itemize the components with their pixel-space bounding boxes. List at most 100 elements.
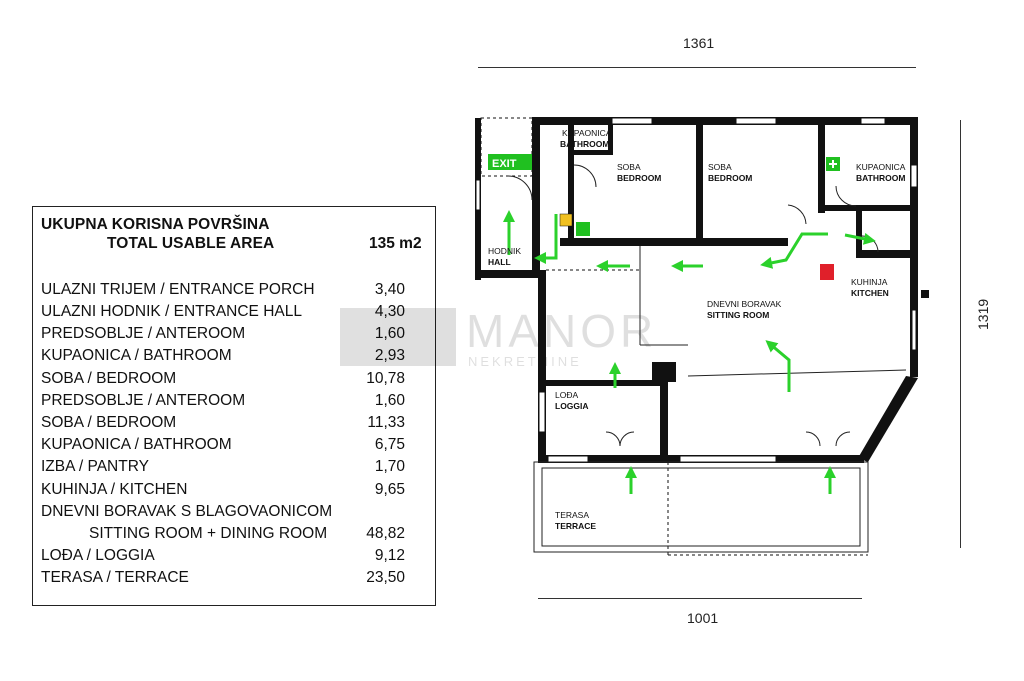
room-label-bathroom1: KUPAONICA <box>562 128 612 138</box>
exit-sign <box>488 154 532 170</box>
evacuation-arrows <box>503 210 876 494</box>
exit-sign-text: EXIT <box>492 158 517 170</box>
room-label: SOBA / BEDROOM <box>41 414 177 431</box>
wall-bedroom-bottom <box>560 238 788 246</box>
wall-top <box>532 117 918 125</box>
porch-outline <box>480 117 533 177</box>
wall-diagonal <box>858 376 918 462</box>
room-value: 6,75 <box>374 436 405 453</box>
room-value: 2,93 <box>333 347 405 365</box>
window <box>911 309 917 351</box>
wall-right <box>910 117 918 377</box>
room-label-bedroom2: SOBA <box>708 162 732 172</box>
room-label-bedroom1: SOBA <box>617 162 641 172</box>
room-label: DNEVNI BORAVAK S BLAGOVAONICOM <box>41 503 333 520</box>
room-label: SITTING ROOM + DINING ROOM <box>89 525 328 542</box>
room-label: LOĐA / LOGGIA <box>41 547 155 564</box>
wall-bedroom1-left <box>568 125 574 245</box>
room-value: 4,30 <box>333 303 405 321</box>
room-label-bathroom1-en: BATHROOM <box>560 139 609 149</box>
wall-bath1-bottom <box>568 150 608 155</box>
wall-loggia-right <box>660 380 668 462</box>
room-value: 1,60 <box>333 325 405 343</box>
wall-hall-bottom <box>475 270 540 278</box>
fireplace <box>652 362 676 382</box>
wall-bath1-right <box>608 125 613 155</box>
room-value: 9,65 <box>374 481 405 498</box>
wall-loggia-top <box>538 380 664 386</box>
window <box>679 455 777 463</box>
window <box>735 117 777 125</box>
room-label-hall-en: HALL <box>488 257 511 267</box>
watermark: MANOR NEKRETNINE <box>340 304 670 374</box>
terrace-outline <box>533 461 869 553</box>
dimension-line-bottom <box>538 598 862 599</box>
room-label-kitchen-en: KITCHEN <box>851 288 889 298</box>
arrow-icon <box>760 232 828 269</box>
room-label-terrace-en: TERRACE <box>555 521 596 531</box>
room-label: PREDSOBLJE / ANTEROOM <box>41 392 246 409</box>
wall-bedroom-divider <box>696 125 703 245</box>
room-label: KUPAONICA / BATHROOM <box>41 347 232 364</box>
electric-hazard-icon <box>559 213 573 227</box>
room-value: 1,60 <box>374 392 405 409</box>
room-value: 3,40 <box>374 281 405 298</box>
room-label-bathroom2: KUPAONICA <box>856 162 906 172</box>
room-label: ULAZNI TRIJEM / ENTRANCE PORCH <box>41 281 315 298</box>
room-label: ULAZNI HODNIK / ENTRANCE HALL <box>41 303 302 320</box>
door-swing <box>787 204 807 225</box>
partition-line <box>687 369 907 377</box>
dimension-top: 1361 <box>683 35 715 51</box>
arrow-icon <box>844 232 876 245</box>
room-label: KUHINJA / KITCHEN <box>41 481 188 498</box>
wall-bath2-left <box>818 125 825 213</box>
watermark-sub: NEKRETNINE <box>468 354 582 369</box>
terrace-inner <box>541 467 861 547</box>
room-label-sitting-en: SITTING ROOM <box>707 310 769 320</box>
door-swing <box>605 431 635 447</box>
room-label-bedroom2-en: BEDROOM <box>708 173 752 183</box>
room-label-sitting: DNEVNI BORAVAK <box>707 299 782 309</box>
safety-sign-icon <box>576 222 590 236</box>
room-label-terrace: TERASA <box>555 510 589 520</box>
wall-left-lower <box>538 270 546 462</box>
window <box>538 391 546 433</box>
room-label-loggia: LOĐA <box>555 390 578 400</box>
window <box>910 164 918 188</box>
room-value: 48,82 <box>366 525 405 542</box>
wall-kitchen-top <box>856 250 916 258</box>
arrow-icon <box>534 214 558 264</box>
door-swing <box>507 175 533 201</box>
room-value: 11,33 <box>367 414 405 431</box>
room-value: 23,50 <box>366 569 405 586</box>
arrow-icon <box>765 340 791 392</box>
dimension-line-right <box>960 120 961 548</box>
door-swing <box>573 164 597 188</box>
room-label-bedroom1-en: BEDROOM <box>617 173 661 183</box>
area-total: 135 m2 <box>369 235 422 252</box>
room-label: SOBA / BEDROOM <box>41 370 177 387</box>
room-value: 10,78 <box>366 370 405 387</box>
room-value: 1,70 <box>374 458 405 475</box>
wall-bath2-bottom <box>818 205 910 211</box>
fire-extinguisher-icon <box>820 264 834 280</box>
wall-pantry <box>856 210 862 252</box>
first-aid-cross-icon <box>829 160 837 168</box>
room-label: TERASA / TERRACE <box>41 569 189 586</box>
area-table: UKUPNA KORISNA POVRŠINA TOTAL USABLE ARE… <box>32 206 436 606</box>
room-label-hall: HODNIK <box>488 246 521 256</box>
window <box>475 179 481 211</box>
window <box>611 117 653 125</box>
room-label: IZBA / PANTRY <box>41 458 149 475</box>
room-label-loggia-en: LOGGIA <box>555 401 589 411</box>
door-swing <box>835 185 857 207</box>
watermark-logo-mark <box>340 308 456 366</box>
door-swing <box>805 431 851 447</box>
room-label: PREDSOBLJE / ANTEROOM <box>41 325 246 342</box>
room-value: 9,12 <box>374 547 405 564</box>
window <box>860 117 886 125</box>
windows <box>475 117 918 463</box>
dimension-bottom: 1001 <box>687 610 719 626</box>
wall-hall-right <box>532 117 540 277</box>
